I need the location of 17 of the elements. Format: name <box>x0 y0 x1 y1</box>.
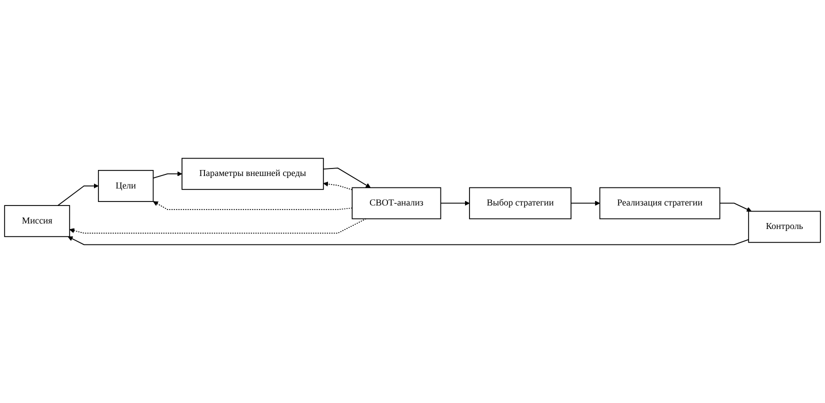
arrow <box>152 201 353 210</box>
node-box: Контроль <box>748 210 821 243</box>
arrow <box>68 236 750 246</box>
arrow <box>570 200 600 206</box>
arrow <box>57 183 99 206</box>
arrow <box>322 168 371 188</box>
arrow <box>152 171 182 178</box>
node-box: Миссия <box>4 205 70 238</box>
node-box: Выбор стратегии <box>469 187 572 220</box>
arrow <box>719 202 752 212</box>
arrow <box>440 200 470 206</box>
arrow <box>323 182 353 190</box>
node-box: Цели <box>98 170 154 202</box>
node-box: Реализация стратегии <box>599 187 720 220</box>
arrow <box>69 218 366 234</box>
node-box: СВОТ-анализ <box>352 187 442 220</box>
node-box: Параметры внешней среды <box>182 158 324 190</box>
